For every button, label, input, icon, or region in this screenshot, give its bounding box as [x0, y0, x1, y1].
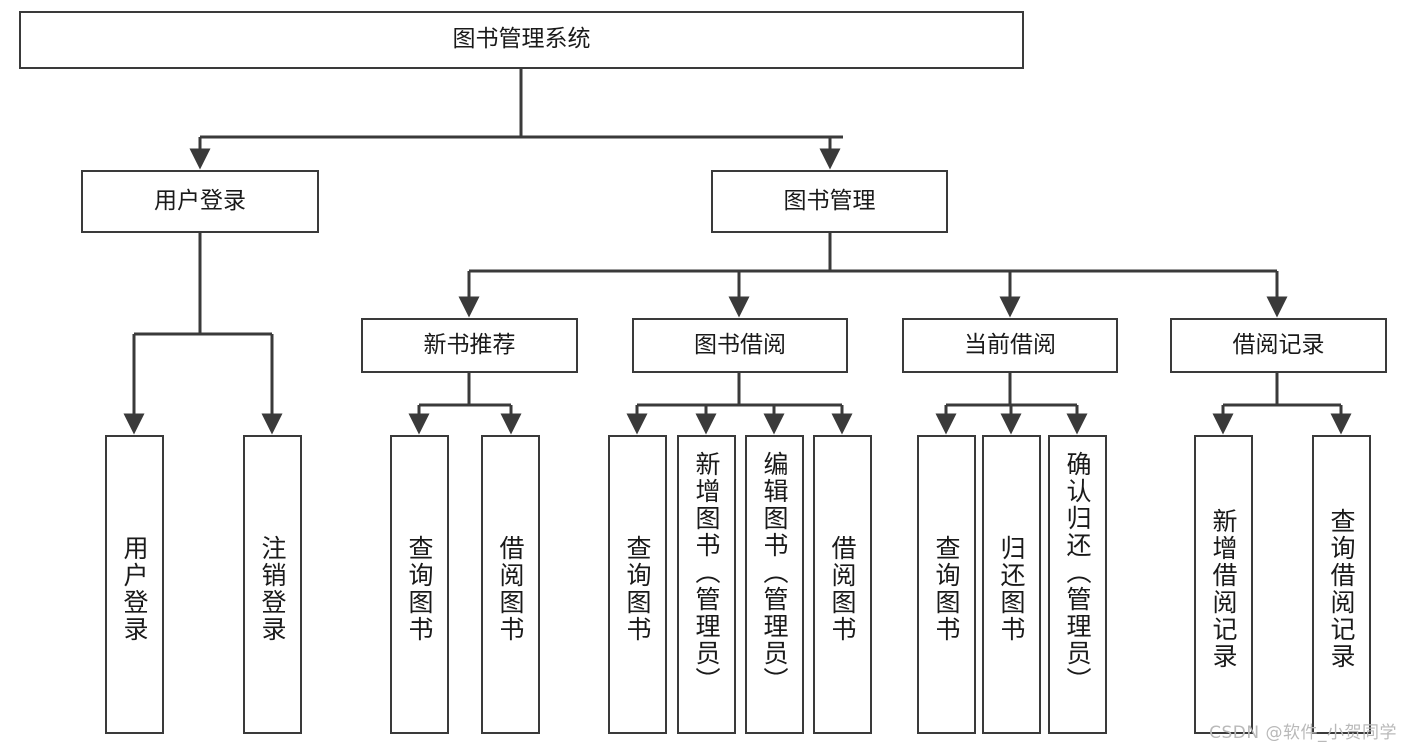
node-borrow-records[interactable]: 借阅记录 [1170, 318, 1387, 373]
leaf-confirm-return-admin[interactable]: 确认归还（管理员） [1048, 435, 1107, 734]
leaf-add-book-admin[interactable]: 新增图书（管理员） [677, 435, 736, 734]
leaf-query-books-borrow[interactable]: 查询图书 [608, 435, 667, 734]
leaf-borrow-book[interactable]: 借阅图书 [813, 435, 872, 734]
leaf-user-login[interactable]: 用户登录 [105, 435, 164, 734]
leaf-add-book-admin-label: 新增图书（管理员） [692, 451, 721, 694]
node-current-borrow-label: 当前借阅 [964, 331, 1056, 358]
node-root[interactable]: 图书管理系统 [19, 11, 1024, 69]
node-book-management-label: 图书管理 [783, 187, 876, 214]
node-current-borrow[interactable]: 当前借阅 [902, 318, 1118, 373]
leaf-query-books-current[interactable]: 查询图书 [917, 435, 976, 734]
leaf-query-books-borrow-label: 查询图书 [623, 535, 652, 643]
leaf-add-borrow-record[interactable]: 新增借阅记录 [1194, 435, 1253, 734]
leaf-return-book-label: 归还图书 [997, 535, 1026, 643]
node-book-management[interactable]: 图书管理 [711, 170, 948, 233]
leaf-user-login-label: 用户登录 [120, 535, 149, 643]
node-user-login[interactable]: 用户登录 [81, 170, 319, 233]
leaf-add-borrow-record-label: 新增借阅记录 [1209, 508, 1238, 670]
leaf-query-books-current-label: 查询图书 [932, 535, 961, 643]
leaf-logout-label: 注销登录 [258, 535, 287, 643]
leaf-borrow-book-label: 借阅图书 [828, 535, 857, 643]
node-new-book-recommend[interactable]: 新书推荐 [361, 318, 578, 373]
node-new-book-recommend-label: 新书推荐 [423, 331, 516, 358]
node-book-borrow[interactable]: 图书借阅 [632, 318, 848, 373]
node-root-label: 图书管理系统 [452, 26, 591, 53]
node-user-login-label: 用户登录 [154, 187, 246, 214]
leaf-borrow-books-newbooks-label: 借阅图书 [496, 535, 525, 643]
leaf-query-borrow-record[interactable]: 查询借阅记录 [1312, 435, 1371, 734]
leaf-query-borrow-record-label: 查询借阅记录 [1327, 508, 1356, 670]
leaf-confirm-return-admin-label: 确认归还（管理员） [1063, 451, 1092, 694]
leaf-query-books-newbooks-label: 查询图书 [405, 535, 434, 643]
watermark: CSDN @软件_小贺同学 [1209, 723, 1397, 743]
node-book-borrow-label: 图书借阅 [694, 331, 786, 358]
leaf-edit-book-admin-label: 编辑图书（管理员） [760, 451, 789, 694]
leaf-borrow-books-newbooks[interactable]: 借阅图书 [481, 435, 540, 734]
node-borrow-records-label: 借阅记录 [1232, 331, 1325, 358]
leaf-edit-book-admin[interactable]: 编辑图书（管理员） [745, 435, 804, 734]
leaf-logout[interactable]: 注销登录 [243, 435, 302, 734]
leaf-return-book[interactable]: 归还图书 [982, 435, 1041, 734]
leaf-query-books-newbooks[interactable]: 查询图书 [390, 435, 449, 734]
